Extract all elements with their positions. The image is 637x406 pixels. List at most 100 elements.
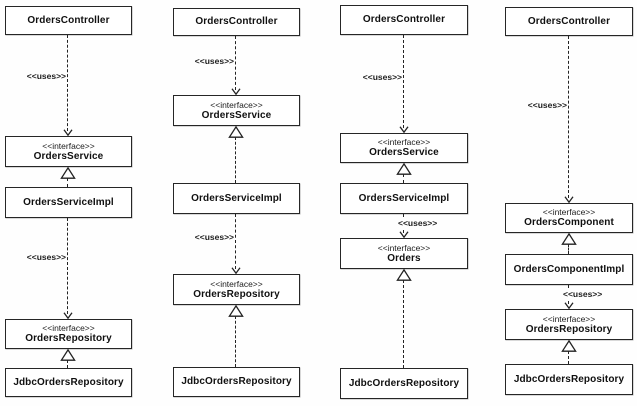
class-box-orders-service-impl: OrdersServiceImpl <box>340 183 468 214</box>
open-arrowhead-icon <box>564 302 574 309</box>
stereotype-label: <<interface>> <box>542 207 596 218</box>
implements-arrow <box>561 340 577 364</box>
uses-label: <<uses>> <box>25 252 67 262</box>
class-box-jdbc-orders-repository: JdbcOrdersRepository <box>505 364 633 395</box>
class-name: OrdersComponentImpl <box>513 263 625 275</box>
hollow-triangle-icon <box>561 233 577 245</box>
implements-arrow <box>396 163 412 183</box>
dashed-line <box>403 35 404 128</box>
implements-arrow <box>228 305 244 367</box>
class-name: OrdersRepository <box>193 288 280 300</box>
implements-arrow <box>396 269 412 368</box>
uses-label: <<uses>> <box>25 71 67 81</box>
class-box-orders-controller: OrdersController <box>340 5 468 35</box>
uses-label: <<uses>> <box>193 232 235 242</box>
dashed-line <box>568 351 569 364</box>
interface-box-orders-component: <<interface>> OrdersComponent <box>505 203 633 233</box>
stereotype-label: <<interface>> <box>377 242 431 253</box>
implements-arrow <box>228 126 244 183</box>
class-box-orders-controller: OrdersController <box>505 7 633 36</box>
dashed-line <box>403 174 404 183</box>
class-box-orders-controller: OrdersController <box>5 6 132 35</box>
interface-box-orders-service: <<interface>> OrdersService <box>5 136 132 167</box>
stereotype-label: <<interface>> <box>210 99 263 110</box>
open-arrowhead-icon <box>63 312 73 319</box>
class-name: OrdersController <box>27 14 110 26</box>
hollow-triangle-icon <box>396 163 412 175</box>
uses-label: <<uses>> <box>562 289 604 299</box>
dashed-line <box>67 218 68 314</box>
class-name: OrdersController <box>362 14 446 26</box>
class-box-jdbc-orders-repository: JdbcOrdersRepository <box>5 368 132 397</box>
class-name: JdbcOrdersRepository <box>181 376 292 388</box>
uses-dependency-arrow <box>230 214 242 274</box>
dashed-line <box>568 36 569 198</box>
class-name: JdbcOrdersRepository <box>513 373 625 385</box>
open-arrowhead-icon <box>399 126 409 133</box>
hollow-triangle-icon <box>60 349 76 361</box>
hollow-triangle-icon <box>228 305 244 317</box>
class-name: OrdersController <box>195 16 278 28</box>
dashed-line <box>67 178 68 187</box>
class-box-orders-component-impl: OrdersComponentImpl <box>505 254 633 285</box>
interface-box-orders-service: <<interface>> OrdersService <box>173 95 300 126</box>
uses-dependency-arrow <box>398 35 410 133</box>
implements-arrow <box>60 349 76 368</box>
hollow-triangle-icon <box>228 126 244 138</box>
uses-label: <<uses>> <box>397 218 439 228</box>
open-arrowhead-icon <box>63 129 73 136</box>
class-box-orders-controller: OrdersController <box>173 8 300 36</box>
uses-label: <<uses>> <box>193 56 235 66</box>
class-box-orders-service-impl: OrdersServiceImpl <box>5 187 132 218</box>
dashed-line <box>67 35 68 131</box>
uses-dependency-arrow <box>563 36 575 203</box>
class-name: OrdersService <box>369 147 439 159</box>
uses-dependency-arrow <box>62 218 74 319</box>
hollow-triangle-icon <box>396 269 412 281</box>
class-name: OrdersServiceImpl <box>191 192 282 204</box>
class-box-jdbc-orders-repository: JdbcOrdersRepository <box>173 367 300 397</box>
dashed-line <box>403 280 404 368</box>
open-arrowhead-icon <box>231 267 241 274</box>
stereotype-label: <<interface>> <box>542 313 596 324</box>
dashed-line <box>235 137 236 183</box>
class-name: JdbcOrdersRepository <box>348 377 460 389</box>
open-arrowhead-icon <box>231 88 241 95</box>
interface-box-orders-repository: <<interface>> OrdersRepository <box>5 319 132 349</box>
interface-box-orders-repository: <<interface>> OrdersRepository <box>505 309 633 340</box>
interface-box-orders: <<interface>> Orders <box>340 238 468 269</box>
stereotype-label: <<interface>> <box>42 323 95 334</box>
class-name: Orders <box>387 252 421 264</box>
class-name: OrdersServiceImpl <box>23 196 114 208</box>
class-name: OrdersService <box>33 150 104 162</box>
uses-label: <<uses>> <box>361 72 403 82</box>
uses-label: <<uses>> <box>526 100 568 110</box>
class-name: OrdersController <box>527 15 611 27</box>
implements-arrow <box>60 167 76 187</box>
class-name: OrdersRepository <box>525 323 613 335</box>
uses-dependency-arrow <box>230 36 242 95</box>
hollow-triangle-icon <box>561 340 577 352</box>
stereotype-label: <<interface>> <box>210 278 263 289</box>
open-arrowhead-icon <box>564 196 574 203</box>
stereotype-label: <<interface>> <box>42 140 95 151</box>
interface-box-orders-repository: <<interface>> OrdersRepository <box>173 274 300 305</box>
open-arrowhead-icon <box>399 231 409 238</box>
class-name: OrdersRepository <box>25 333 112 345</box>
stereotype-label: <<interface>> <box>377 137 431 148</box>
class-name: OrdersServiceImpl <box>358 192 450 204</box>
hollow-triangle-icon <box>60 167 76 179</box>
dashed-line <box>235 316 236 367</box>
uses-dependency-arrow <box>62 35 74 136</box>
implements-arrow <box>561 233 577 254</box>
interface-box-orders-service: <<interface>> OrdersService <box>340 133 468 163</box>
dashed-line <box>235 214 236 269</box>
class-name: OrdersComponent <box>524 217 614 229</box>
dashed-line <box>568 244 569 254</box>
dashed-line <box>67 360 68 368</box>
class-name: JdbcOrdersRepository <box>13 376 124 388</box>
dashed-line <box>235 36 236 90</box>
class-box-jdbc-orders-repository: JdbcOrdersRepository <box>340 368 468 399</box>
class-box-orders-service-impl: OrdersServiceImpl <box>173 183 300 214</box>
